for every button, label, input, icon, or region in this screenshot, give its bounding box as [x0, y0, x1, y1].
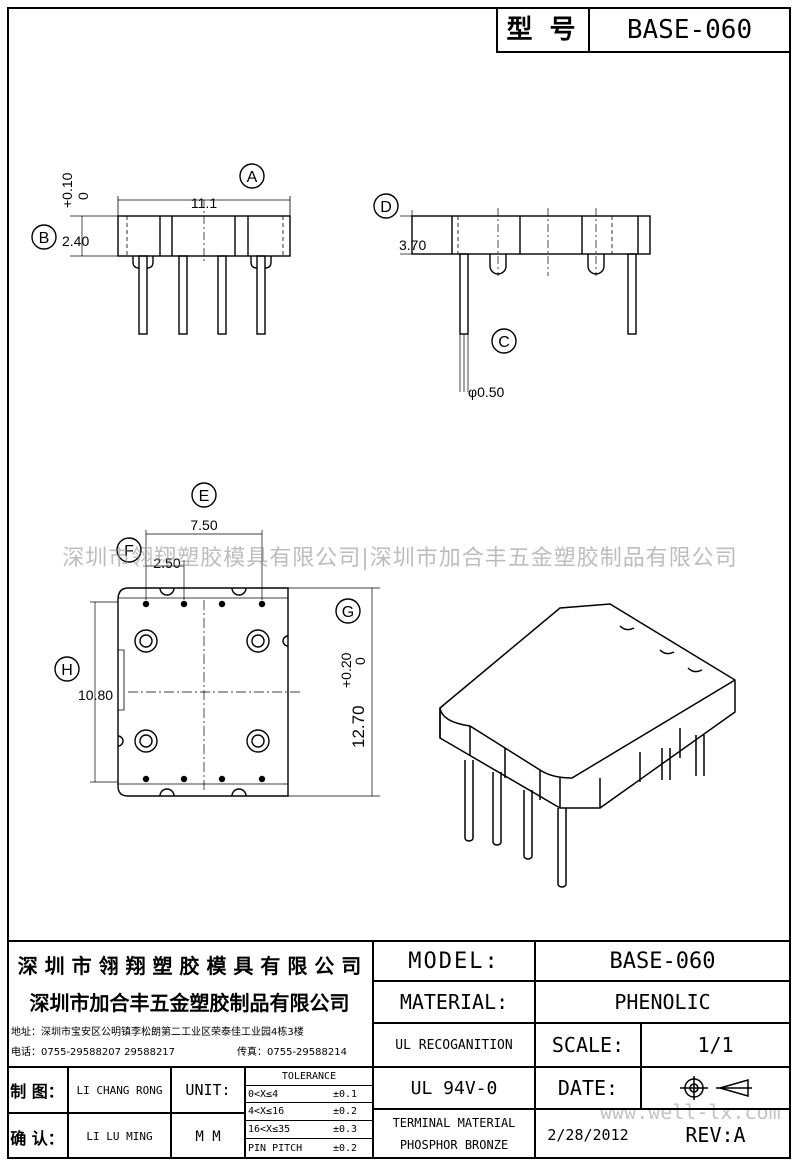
title-block: 深 圳 市 翎 翔 塑 胶 模 具 有 限 公 司 深圳市加合丰五金塑胶制品有限…: [7, 940, 791, 1159]
top-view: [90, 530, 380, 797]
tol-range-3: 16<X≤35: [248, 1124, 291, 1135]
tolerance-title: TOLERANCE: [281, 1071, 337, 1082]
tol-range-1: 0<X≤4: [248, 1088, 279, 1100]
model-value: BASE-060: [609, 948, 716, 974]
drawn-name: LI CHANG RONG: [76, 1083, 163, 1097]
check-label: 确 认：: [10, 1128, 64, 1148]
dim-3-70: 3.70: [399, 237, 426, 253]
company-address: 地址：深圳市宝安区公明镇李松朗第二工业区荣泰佳工业园4栋3楼: [11, 1026, 304, 1038]
ul-value: UL 94V-0: [410, 1077, 498, 1099]
callout-f: F: [124, 543, 134, 560]
tol-range-2: 4<X≤16: [248, 1106, 285, 1117]
company-phone: 电话：0755-29588207 29588217: [11, 1046, 176, 1058]
callout-g: G: [342, 604, 354, 621]
ul-label: UL RECOGANITION: [395, 1037, 513, 1053]
projection-symbol-icon: [642, 1068, 789, 1108]
terminal-value: PHOSPHOR BRONZE: [399, 1138, 509, 1152]
dim-tol-0b: 0: [352, 657, 368, 665]
dim-12-70: 12.70: [349, 705, 368, 748]
model-label: MODEL:: [408, 948, 500, 974]
unit-value: M M: [195, 1128, 221, 1145]
model-title-value: BASE-060: [626, 15, 753, 45]
dim-2-50: 2.50: [153, 555, 180, 571]
dim-7-50: 7.50: [190, 517, 217, 533]
side-view: [400, 208, 651, 392]
tol-value-4: ±0.2: [332, 1142, 358, 1154]
tol-value-3: ±0.3: [332, 1124, 358, 1135]
callout-d: D: [380, 199, 392, 216]
dim-10-80: 10.80: [78, 687, 113, 703]
company-name-1: 深 圳 市 翎 翔 塑 胶 模 具 有 限 公 司: [17, 953, 362, 978]
tol-range-4: PIN PITCH: [248, 1142, 303, 1154]
dim-tol-020: +0.20: [338, 652, 354, 688]
dim-pin-050: φ0.50: [468, 384, 505, 400]
dim-2-40: 2.40: [62, 233, 89, 249]
rev-label: REV:A: [685, 1122, 746, 1147]
date-value: 2/28/2012: [547, 1125, 629, 1144]
callout-b: B: [39, 230, 50, 247]
watermark-companies: 深圳市翎翔塑胶模具有限公司|深圳市加合丰五金塑胶制品有限公司: [62, 546, 738, 571]
callout-e: E: [199, 488, 210, 505]
callout-a: A: [247, 169, 258, 186]
scale-label: SCALE:: [551, 1033, 625, 1057]
isometric-view: [439, 603, 736, 888]
tol-value-2: ±0.2: [332, 1106, 358, 1117]
date-label: DATE:: [557, 1076, 619, 1100]
check-name: LI LU MING: [86, 1130, 153, 1143]
dim-tol-0: 0: [75, 192, 91, 200]
drawing-frame: [7, 7, 791, 1159]
title-divider: [588, 9, 590, 51]
watermark-url: www.well-lx.com: [600, 1100, 781, 1124]
scale-value: 1/1: [697, 1033, 734, 1057]
unit-label: UNIT:: [185, 1081, 231, 1099]
drawn-label: 制 图：: [10, 1082, 64, 1101]
material-label: MATERIAL:: [399, 990, 509, 1014]
callout-c: C: [498, 334, 510, 351]
front-view: [70, 196, 291, 335]
tol-value-1: ±0.1: [332, 1088, 358, 1100]
material-value: PHENOLIC: [614, 990, 711, 1014]
model-title-box: 型 号 BASE-060: [496, 9, 789, 53]
callout-h: H: [61, 662, 73, 679]
technical-drawing: A B D C E F G H 11.1 2.40 +0.10 0 3.70 φ…: [31, 163, 736, 888]
terminal-label: TERMINAL MATERIAL: [392, 1116, 516, 1130]
company-fax: 传真：0755-29588214: [237, 1046, 347, 1058]
dim-11-1: 11.1: [191, 195, 217, 211]
dim-tol-010: +0.10: [59, 172, 75, 208]
model-title-label: 型 号: [506, 15, 580, 45]
company-name-2: 深圳市加合丰五金塑胶制品有限公司: [29, 990, 350, 1015]
